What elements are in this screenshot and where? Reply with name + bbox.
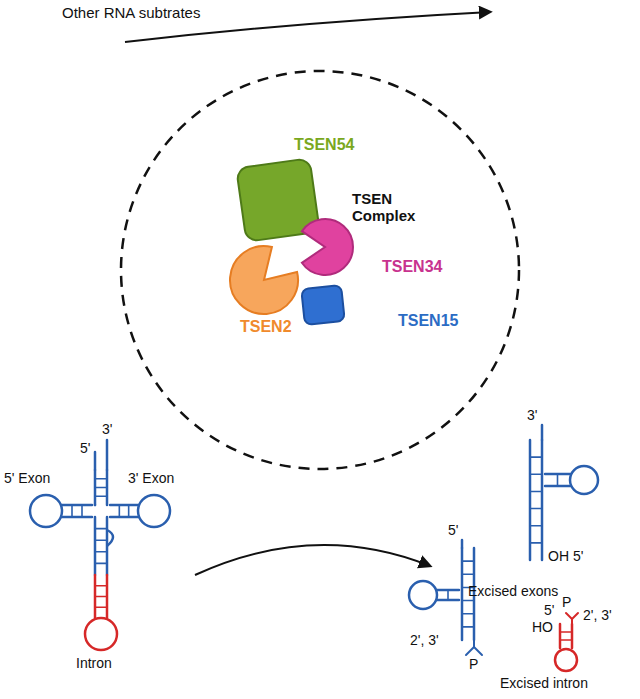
base-pair bbox=[95, 478, 107, 480]
base-pair bbox=[462, 626, 474, 628]
base-pair bbox=[81, 505, 83, 517]
phosphate-bond bbox=[466, 647, 474, 655]
base-pair bbox=[530, 473, 542, 475]
stem-strand bbox=[94, 517, 97, 575]
stem-strand bbox=[110, 516, 138, 519]
subunit-label: TSEN34 bbox=[382, 258, 442, 276]
rna-loop bbox=[409, 581, 437, 609]
base-pair bbox=[128, 505, 130, 517]
strand-line bbox=[94, 452, 97, 470]
subunit-shape bbox=[300, 284, 346, 326]
rna-loop bbox=[30, 495, 62, 527]
phosphate-bond bbox=[566, 613, 572, 619]
strand-line bbox=[541, 425, 544, 440]
annotation-label: 5' bbox=[448, 522, 458, 538]
complex-boundary bbox=[121, 71, 519, 469]
base-pair bbox=[530, 491, 542, 493]
base-pair bbox=[557, 474, 559, 486]
base-pair bbox=[95, 563, 107, 565]
annotation-label: 5' Exon bbox=[4, 470, 50, 486]
base-pair bbox=[95, 528, 107, 530]
stem-strand bbox=[62, 516, 92, 519]
stem-strand bbox=[529, 440, 532, 560]
subunit-shape bbox=[302, 219, 353, 275]
base-pair bbox=[530, 508, 542, 510]
annotation-label: 3' bbox=[527, 407, 537, 423]
base-pair bbox=[530, 456, 542, 458]
base-pair bbox=[447, 590, 449, 600]
subunit-shape bbox=[301, 285, 345, 325]
rna-loop bbox=[138, 495, 170, 527]
base-pair bbox=[95, 487, 107, 489]
base-pair bbox=[462, 613, 474, 615]
base-pair bbox=[119, 505, 121, 517]
subunit-node: TSEN2 bbox=[228, 244, 300, 316]
base-pair bbox=[95, 551, 107, 553]
base-pair bbox=[95, 539, 107, 541]
rna-loop bbox=[570, 466, 598, 494]
subunit-shape bbox=[228, 244, 300, 316]
stem-strand bbox=[559, 624, 562, 648]
annotation-label: 3' Exon bbox=[128, 470, 174, 486]
base-pair bbox=[95, 606, 107, 608]
annotation-label: Other RNA subtrates bbox=[62, 4, 200, 21]
subunit-label: TSEN15 bbox=[398, 312, 458, 330]
base-pair bbox=[95, 585, 107, 587]
complex-label: TSEN Complex bbox=[352, 190, 432, 225]
strand-line bbox=[106, 440, 109, 470]
stem-strand bbox=[110, 504, 138, 507]
annotation-label: 5' bbox=[80, 440, 90, 456]
stem-strand bbox=[62, 504, 92, 507]
base-pair bbox=[462, 600, 474, 602]
base-pair bbox=[71, 505, 73, 517]
annotation-label: 5' bbox=[544, 602, 554, 618]
phosphate-bond bbox=[572, 613, 578, 619]
base-pair bbox=[560, 631, 572, 633]
subunit-node: TSEN15 bbox=[300, 284, 346, 326]
annotation-label: Excised intron bbox=[500, 675, 588, 691]
rna-loop bbox=[85, 618, 117, 650]
base-pair bbox=[95, 495, 107, 497]
annotation-label: 2', 3' bbox=[583, 607, 612, 623]
annotation-label: Excised exons bbox=[468, 583, 558, 599]
annotation-label: P bbox=[469, 656, 478, 672]
phosphate-bond bbox=[474, 647, 482, 655]
subunit-shape bbox=[230, 246, 298, 314]
stem-strand bbox=[571, 624, 574, 648]
base-pair bbox=[560, 639, 572, 641]
base-pair bbox=[462, 573, 474, 575]
subunit-node: TSEN34 bbox=[296, 218, 354, 276]
base-pair bbox=[530, 542, 542, 544]
rna-loop bbox=[555, 649, 577, 671]
annotation-label: 3' bbox=[102, 421, 112, 437]
cleavage-arrow bbox=[195, 545, 430, 575]
complex-region: TSEN ComplexTSEN54TSEN34TSEN2TSEN15 bbox=[120, 70, 520, 470]
base-pair bbox=[462, 560, 474, 562]
annotation-label: OH 5' bbox=[548, 548, 583, 564]
base-pair bbox=[530, 525, 542, 527]
phosphate-bond bbox=[473, 640, 475, 647]
subunit-label: TSEN2 bbox=[240, 318, 292, 336]
variable-loop bbox=[107, 530, 113, 546]
annotation-label: P bbox=[562, 594, 571, 610]
annotation-label: 2', 3' bbox=[410, 632, 439, 648]
annotation-label: Intron bbox=[76, 655, 112, 671]
base-pair bbox=[95, 596, 107, 598]
subunit-shape bbox=[296, 218, 354, 276]
subunit-label: TSEN54 bbox=[294, 136, 354, 154]
annotation-label: HO bbox=[532, 619, 553, 635]
stem-strand bbox=[541, 440, 544, 560]
